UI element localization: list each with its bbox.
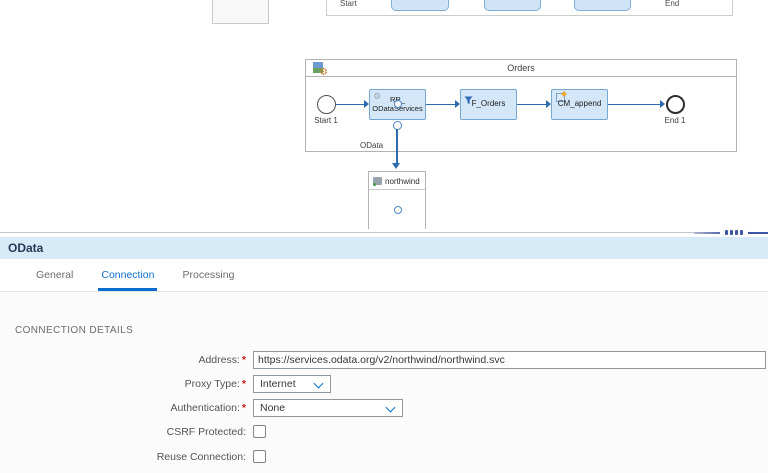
proxy-type-row: Proxy Type:* Internet xyxy=(0,375,768,393)
process-icon: ⚙ xyxy=(313,62,328,78)
top-end-label: End xyxy=(665,0,680,8)
top-process-partial[interactable]: Start End xyxy=(326,0,733,16)
arrowhead-icon xyxy=(364,100,369,108)
section-title: CONNECTION DETAILS xyxy=(15,325,134,336)
task-label: CM_append xyxy=(557,98,602,108)
splitter-grip-icon[interactable] xyxy=(720,229,748,236)
address-input[interactable] xyxy=(253,351,766,369)
proxy-type-label: Proxy Type:* xyxy=(184,378,246,390)
receiver-title: northwind xyxy=(385,177,420,186)
arrowhead-icon xyxy=(455,100,460,108)
panel-title: OData xyxy=(8,241,44,255)
connection-anchor[interactable] xyxy=(394,206,402,214)
tab-connection[interactable]: Connection xyxy=(98,259,158,291)
csrf-protected-label: CSRF Protected: xyxy=(166,426,246,438)
authentication-label: Authentication:* xyxy=(170,402,246,414)
receiver-participant-northwind[interactable]: northwind xyxy=(368,171,426,229)
required-asterisk: * xyxy=(241,354,246,366)
panel-resize-splitter[interactable] xyxy=(0,229,768,236)
connection-anchor[interactable] xyxy=(393,121,402,130)
csrf-protected-row: CSRF Protected: xyxy=(0,423,768,441)
end-event[interactable] xyxy=(665,94,685,114)
arrowhead-icon xyxy=(546,100,551,108)
top-task-3[interactable] xyxy=(574,0,631,11)
content-modifier-icon xyxy=(556,90,567,102)
odata-connection[interactable] xyxy=(395,129,398,164)
top-task-2[interactable] xyxy=(484,0,541,11)
task-label: RR_ ODataServices xyxy=(372,94,423,113)
flow-canvas[interactable]: Start End ⚙ Orders Start 1 xyxy=(0,0,768,229)
top-task-1[interactable] xyxy=(391,0,449,11)
start-event[interactable] xyxy=(316,94,336,114)
address-label: Address:* xyxy=(198,354,246,366)
chevron-down-icon xyxy=(313,378,324,389)
proxy-type-select[interactable]: Internet xyxy=(253,375,331,393)
sequence-connector[interactable] xyxy=(426,103,455,105)
task-label: F_Orders xyxy=(471,98,506,108)
properties-panel: OData General Connection Processing CONN… xyxy=(0,236,768,473)
connection-anchor[interactable] xyxy=(393,100,402,108)
csrf-protected-checkbox[interactable] xyxy=(253,425,266,438)
authentication-select[interactable]: None xyxy=(253,399,403,417)
authentication-row: Authentication:* None xyxy=(0,399,768,417)
sequence-connector[interactable] xyxy=(335,103,365,105)
chevron-down-icon xyxy=(385,402,396,413)
filter-icon xyxy=(464,92,473,110)
receiver-header[interactable]: northwind xyxy=(369,172,425,190)
odata-connection-label: OData xyxy=(358,141,386,150)
required-asterisk: * xyxy=(241,378,246,390)
request-reply-icon: ⚙ xyxy=(373,90,382,101)
arrowhead-icon xyxy=(392,163,400,169)
task-request-reply-odataservices[interactable]: ⚙ RR_ ODataServices xyxy=(369,88,426,120)
sequence-connector[interactable] xyxy=(608,103,660,105)
required-asterisk: * xyxy=(241,402,246,414)
panel-header: OData xyxy=(0,237,768,259)
panel-tabbar: General Connection Processing xyxy=(0,259,768,292)
reuse-connection-row: Reuse Connection: xyxy=(0,448,768,466)
tab-general[interactable]: General xyxy=(36,269,74,281)
receiver-icon xyxy=(373,177,382,186)
top-start-label: Start xyxy=(340,0,357,8)
tab-processing[interactable]: Processing xyxy=(182,269,235,281)
reuse-connection-checkbox[interactable] xyxy=(253,450,266,463)
start-event-label: Start 1 xyxy=(314,116,338,125)
end-event-label: End 1 xyxy=(664,116,686,125)
arrowhead-icon xyxy=(660,100,665,108)
reuse-connection-label: Reuse Connection: xyxy=(156,451,246,463)
orders-process-pool[interactable]: ⚙ Orders Start 1 ⚙ RR_ ODataServices xyxy=(305,59,737,152)
sequence-connector[interactable] xyxy=(517,103,546,105)
splitter-line xyxy=(0,232,768,233)
address-row: Address:* xyxy=(0,351,768,369)
task-cm-append[interactable]: CM_append xyxy=(551,88,608,120)
pool-header[interactable]: ⚙ Orders xyxy=(306,60,736,78)
task-f-orders[interactable]: F_Orders xyxy=(460,88,517,120)
pool-title: Orders xyxy=(507,63,535,73)
sender-participant-partial[interactable] xyxy=(212,0,269,24)
